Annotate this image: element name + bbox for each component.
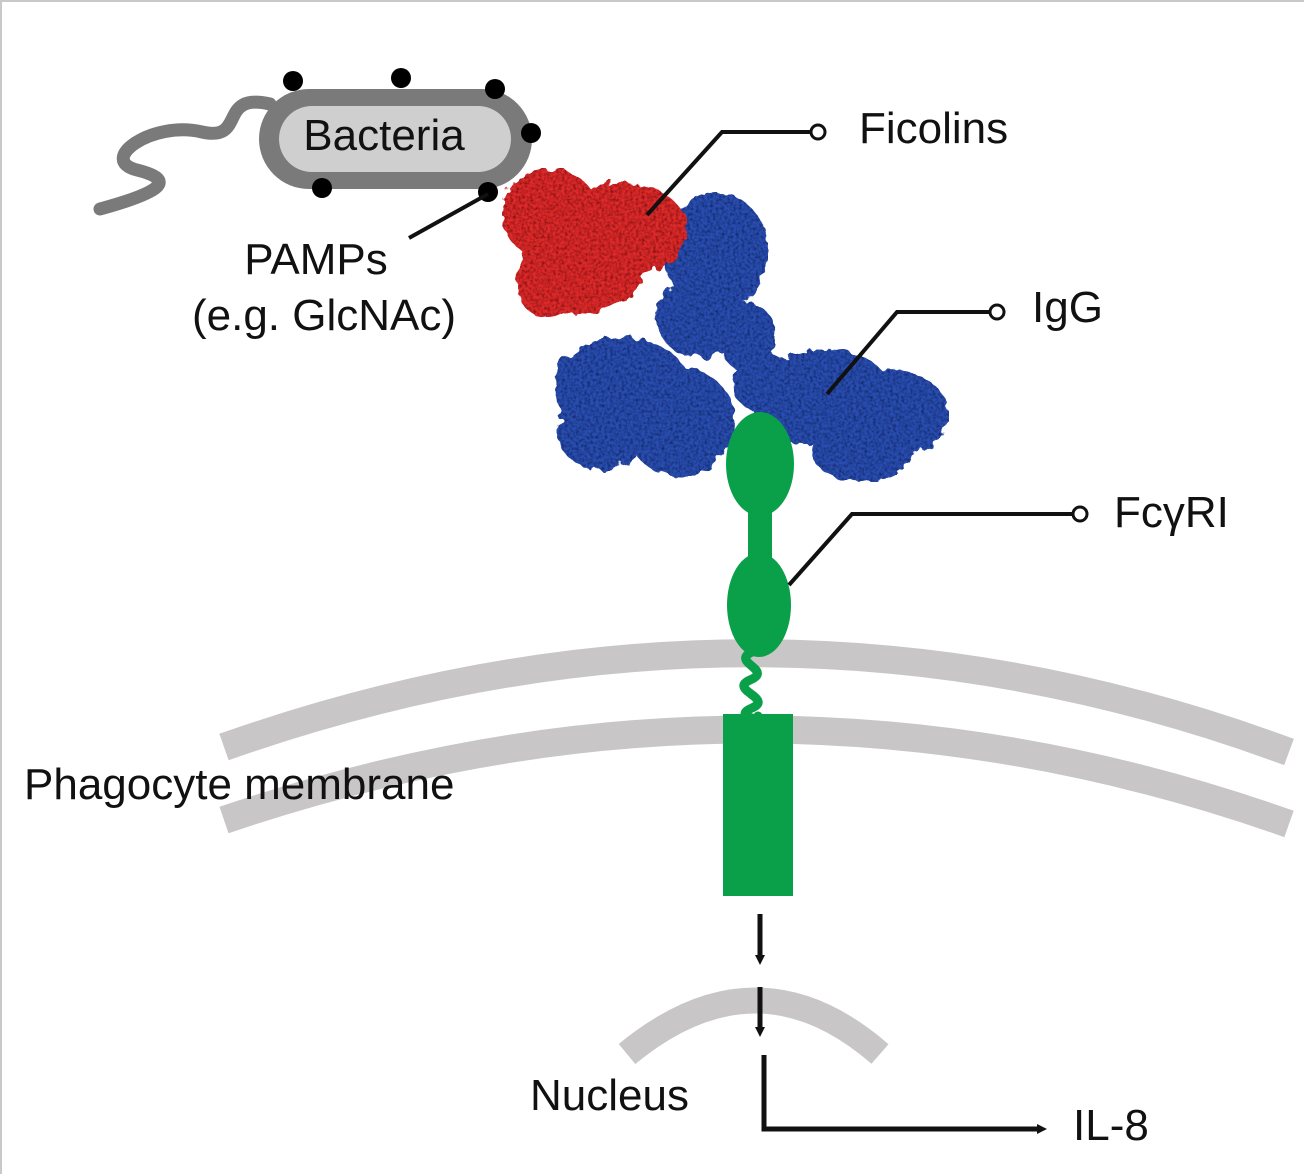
pamp-dot — [391, 68, 411, 88]
pamp-dots — [283, 68, 541, 202]
igg-label: IgG — [1032, 283, 1103, 332]
pamps-label: PAMPs — [244, 235, 387, 284]
pamp-dot — [283, 71, 303, 91]
ficolins-label: Ficolins — [859, 104, 1008, 153]
membrane-label: Phagocyte membrane — [24, 760, 454, 809]
pamps-leader-line — [408, 192, 489, 240]
bacteria-cell: Bacteria — [259, 89, 532, 189]
nucleus-envelope — [618, 987, 889, 1065]
leader-lines — [408, 123, 1089, 587]
arrow-to-il8 — [761, 1055, 1047, 1134]
bacteria-label: Bacteria — [303, 111, 465, 160]
pamp-dot — [312, 178, 332, 198]
signaling-arrows — [755, 914, 1047, 1134]
bacteria-flagellum — [93, 95, 277, 216]
ficolins-leader-end — [809, 123, 827, 141]
igg-antibody — [554, 192, 949, 482]
ficolins-protein — [502, 168, 687, 317]
receptor-domain-lower — [727, 553, 791, 657]
ficolins-leader-line — [645, 130, 814, 217]
receptor-domain-upper — [726, 412, 794, 516]
pamps-example-label: (e.g. GlcNAc) — [192, 291, 456, 340]
igg-leader-line — [825, 310, 992, 396]
igg-leader-end — [988, 303, 1006, 321]
fcgri-leader-end — [1071, 505, 1089, 523]
nucleus-label: Nucleus — [530, 1071, 689, 1120]
il8-label: IL-8 — [1073, 1101, 1149, 1150]
receptor-cytoplasmic-tail — [723, 714, 793, 896]
fcgri-receptor — [723, 412, 794, 896]
fcgri-leader-line — [787, 512, 1075, 587]
pamp-dot — [485, 79, 505, 99]
fcgri-label: FcγRI — [1114, 488, 1229, 537]
pamp-dot — [521, 123, 541, 143]
